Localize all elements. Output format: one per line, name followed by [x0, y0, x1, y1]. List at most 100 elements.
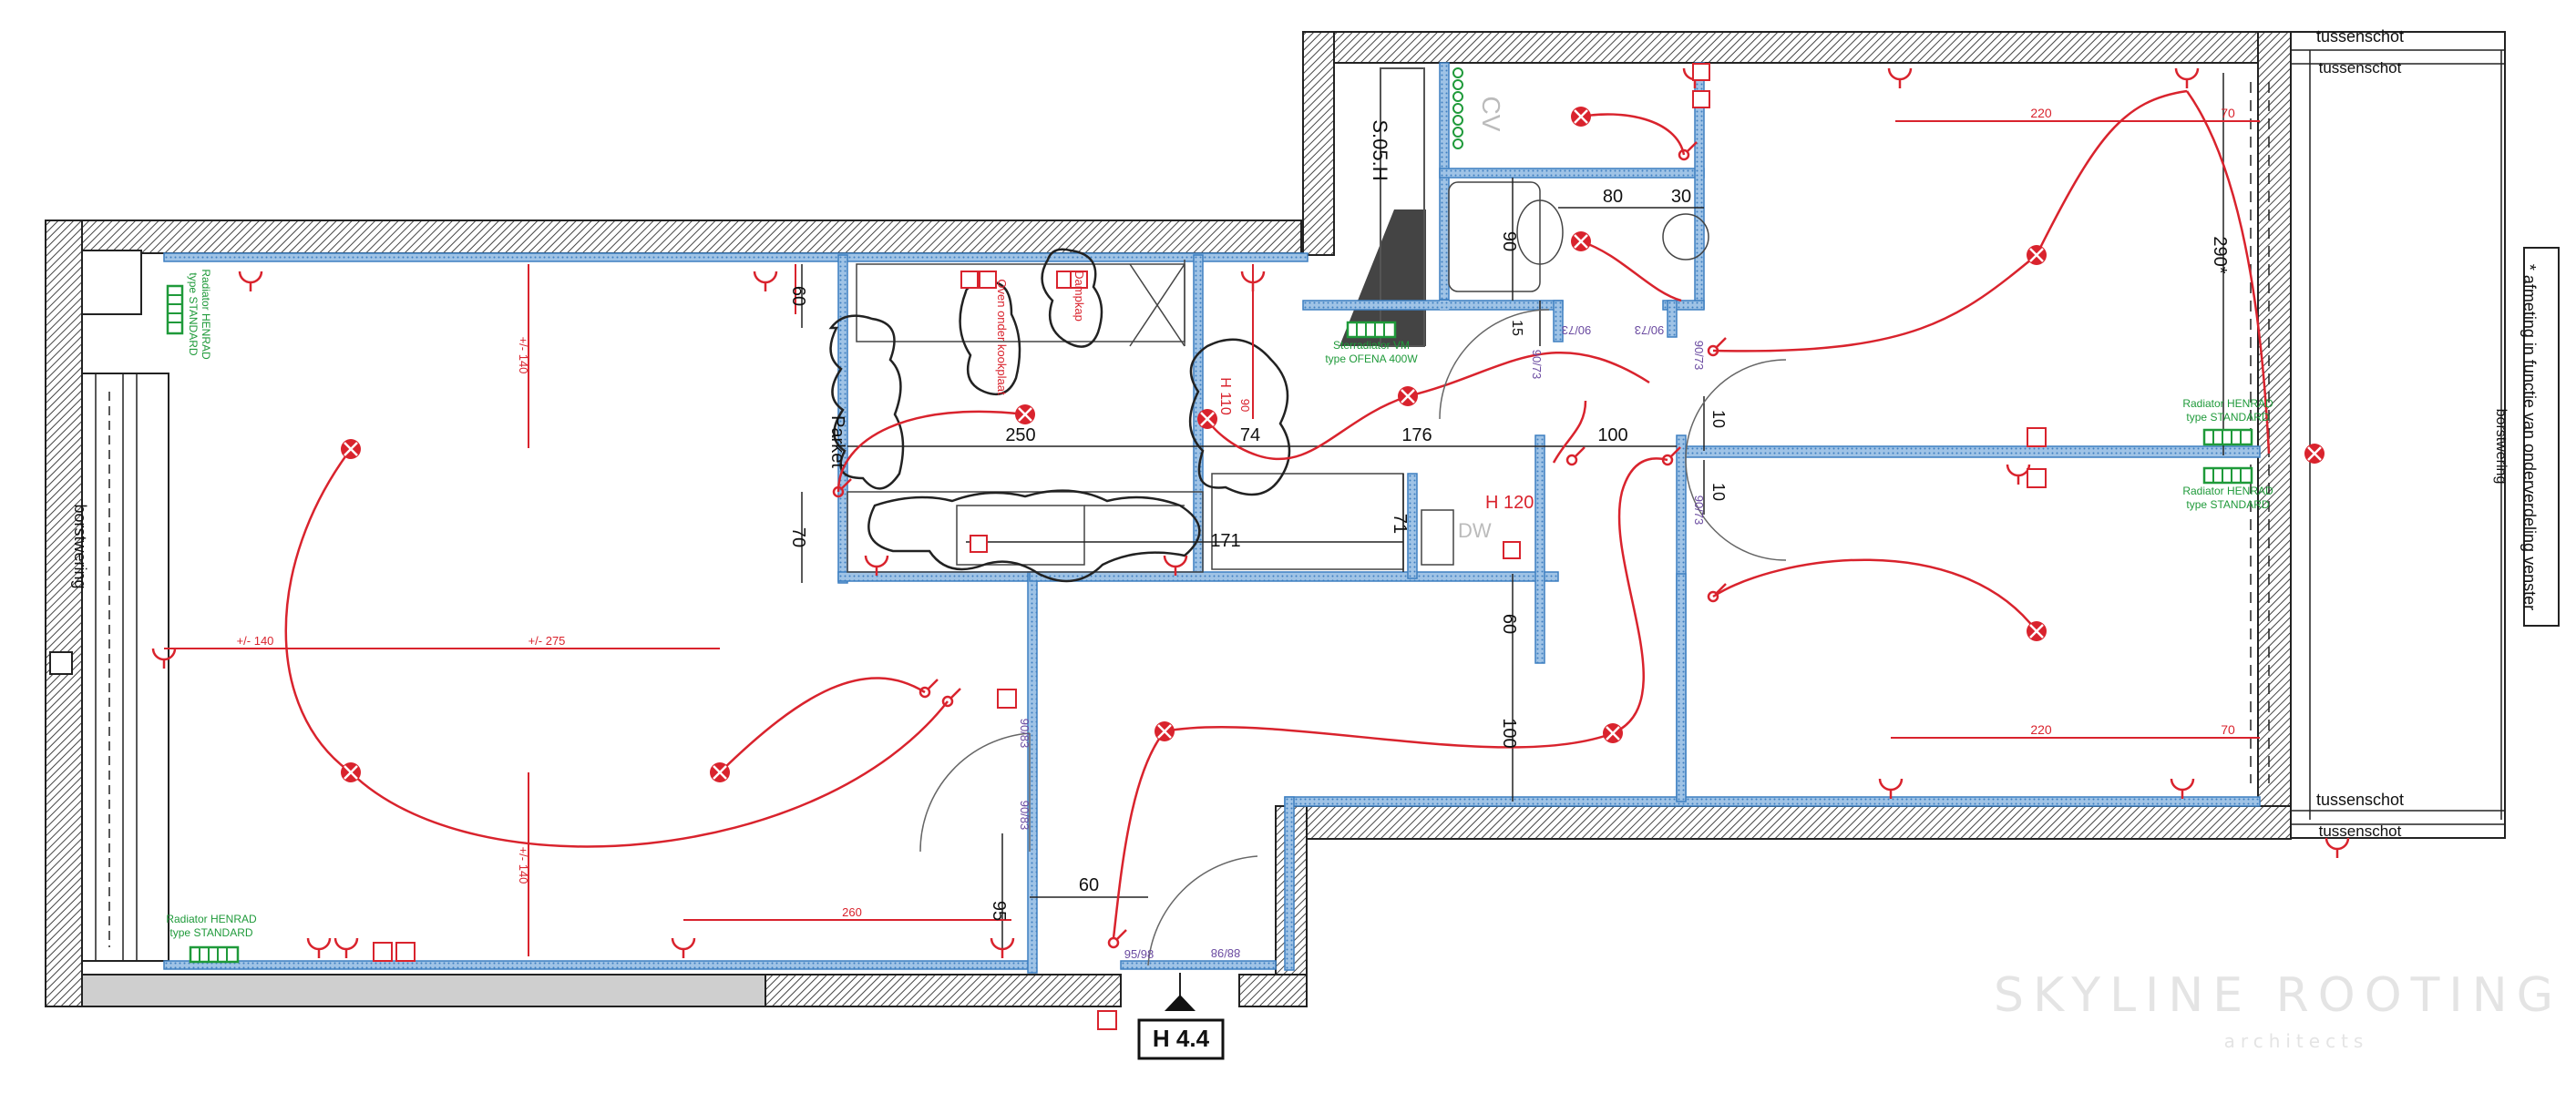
door-swings — [919, 309, 1787, 966]
tv-outlet-icon — [1097, 1010, 1117, 1030]
exterior-walls — [45, 31, 2292, 1007]
tv-outlet-icon — [960, 271, 979, 289]
light-switch-icon — [1565, 445, 1586, 466]
dim-171: 171 — [1210, 531, 1240, 551]
tv-outlet-icon — [979, 271, 997, 289]
parquet-label: Parket — [827, 415, 847, 468]
dim-74: 74 — [1240, 425, 1260, 445]
dim-60-door: 60 — [1079, 875, 1099, 895]
ceiling-light-icon — [1196, 407, 1219, 431]
socket-icon — [306, 936, 332, 960]
room-code: S.05.H — [1369, 119, 1391, 180]
dim-140-bottom: +/- 140 — [517, 847, 530, 884]
tv-data-outlets — [373, 63, 2047, 1030]
dim-70: 70 — [788, 527, 808, 547]
tv-outlet-icon — [2027, 468, 2047, 488]
light-switch-icon — [1678, 140, 1699, 161]
radiator-icon — [166, 284, 184, 335]
dim-95: 95 — [989, 901, 1009, 921]
ceiling-light-icon — [1569, 230, 1593, 253]
dim-70-bottom: 70 — [2221, 722, 2235, 737]
dim-275: +/- 275 — [529, 634, 566, 648]
electrical-dimensions — [164, 120, 2260, 956]
partition-bottom-2: tussenschot — [2319, 822, 2402, 840]
dim-15: 15 — [1509, 320, 1524, 336]
dim-30: 30 — [1671, 187, 1691, 207]
tv-outlet-icon — [1503, 541, 1521, 559]
tv-outlet-icon — [1692, 90, 1710, 108]
radiator-label: Radiator HENRAD — [166, 913, 257, 925]
socket-icon — [238, 270, 263, 293]
radiator-icon — [2202, 428, 2253, 446]
watermark: SKYLINE ROOTING architects — [1994, 968, 2562, 1052]
h110-label: H 110 — [1217, 377, 1233, 415]
door-label: 90/73 — [1635, 323, 1665, 337]
radiator-icon — [189, 945, 240, 964]
radiator-labels: Radiator HENRAD type STANDARD Sterradiat… — [166, 269, 2273, 939]
door-label: 90/73 — [1530, 350, 1544, 380]
ceiling-light-icon — [1153, 720, 1176, 743]
dim-10-top: 10 — [1709, 410, 1728, 428]
dim-71: 71 — [1390, 514, 1410, 534]
hood-label: Dampkap — [1072, 271, 1086, 322]
window-note: * afmeting in functie van onderverdeling… — [2520, 264, 2539, 610]
dim-220-bottom: 220 — [2030, 722, 2052, 737]
ceiling-light-icon — [2303, 442, 2326, 465]
light-switch-icon — [1107, 928, 1128, 949]
dim-90: 90 — [1499, 231, 1519, 251]
cv-label: CV — [1477, 97, 1505, 132]
partition-top-1: tussenschot — [2316, 27, 2404, 46]
door-label: 90/83 — [1018, 719, 1031, 749]
dim-176: 176 — [1401, 425, 1432, 445]
radiators — [166, 284, 2253, 964]
balustrade-left: borstwering — [71, 504, 89, 588]
ceiling-light-icon — [2025, 243, 2048, 267]
socket-icon — [2325, 836, 2350, 860]
socket-icon — [753, 270, 778, 293]
ceiling-light-icon — [2025, 619, 2048, 643]
labels: S.05.H CV H 4.4 * afmeting in functie va… — [71, 27, 2539, 1052]
tv-outlet-icon — [1070, 271, 1088, 289]
dim-260: 260 — [842, 905, 862, 919]
dim-100: 100 — [1597, 425, 1627, 445]
door-label: 90/73 — [1562, 323, 1592, 337]
tv-outlet-icon — [970, 535, 988, 553]
socket-icon — [2006, 463, 2031, 486]
tv-outlet-icon — [2027, 427, 2047, 447]
socket-icon — [334, 936, 359, 960]
light-switch-icon — [1707, 582, 1728, 603]
watermark-line1: SKYLINE ROOTING — [1994, 968, 2562, 1023]
light-switch-icon — [919, 678, 939, 699]
dim-10-bottom: 10 — [1709, 483, 1728, 501]
dim-70-top: 70 — [2221, 106, 2235, 120]
radiator-label: Sterradiator VM — [1333, 339, 1410, 352]
level-marker — [1137, 973, 1225, 1060]
radiator-label: type STANDARD — [2186, 498, 2269, 511]
door-label: 90/73 — [1692, 495, 1706, 526]
radiator-label: type OFENA 400W — [1325, 352, 1418, 365]
dim-60-mid: 60 — [1499, 614, 1519, 634]
tv-outlet-icon — [395, 942, 416, 962]
dim-140-top: +/- 140 — [517, 337, 530, 374]
dw-label: DW — [1458, 519, 1492, 542]
balustrade-right: borstwering — [2493, 409, 2509, 485]
socket-icon — [1887, 66, 1913, 90]
left-window — [49, 250, 169, 962]
door-label: 90/83 — [1018, 801, 1031, 831]
dim-80: 80 — [1603, 187, 1623, 207]
ceiling-light-icon — [1569, 105, 1593, 128]
radiator-label: type STANDARD — [187, 272, 200, 355]
door-label: 88/98 — [1211, 946, 1241, 960]
partition-bottom-1: tussenschot — [2316, 791, 2404, 809]
ceiling-light-icon — [339, 761, 363, 784]
light-switch-icon — [1707, 336, 1728, 357]
radiator-icon — [2202, 466, 2253, 485]
radiator-label: Radiator HENRAD — [2182, 485, 2273, 497]
door-label: 95/98 — [1124, 947, 1155, 961]
radiator-icon — [1346, 321, 1397, 339]
radiator-label: Radiator HENRAD — [2182, 397, 2273, 410]
h120-label: H 120 — [1485, 493, 1534, 513]
socket-icon — [1878, 777, 1904, 801]
dim-100-vert: 100 — [1499, 718, 1519, 748]
